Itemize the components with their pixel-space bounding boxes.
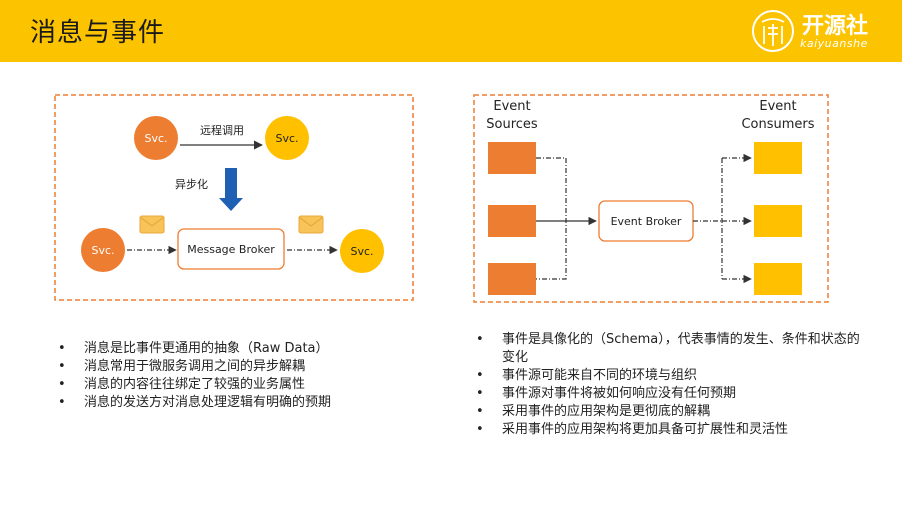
list-item: 消息的发送方对消息处理逻辑有明确的预期 bbox=[58, 394, 398, 412]
envelope-icon bbox=[298, 215, 324, 234]
list-item: 事件源可能来自不同的环境与组织 bbox=[476, 367, 868, 385]
envelope-icon bbox=[139, 215, 165, 234]
logo-subtitle: kaiyuanshe bbox=[800, 37, 868, 50]
rpc-label: 远程调用 bbox=[200, 124, 244, 137]
consumer-connectors bbox=[693, 153, 752, 284]
logo-mark-icon bbox=[752, 10, 794, 52]
event-source-box bbox=[488, 263, 536, 295]
page-title: 消息与事件 bbox=[30, 18, 166, 48]
list-item: 采用事件的应用架构将更加具备可扩展性和灵活性 bbox=[476, 421, 868, 439]
event-consumers-label: Event bbox=[759, 99, 796, 114]
list-item: 消息常用于微服务调用之间的异步解耦 bbox=[58, 358, 398, 376]
event-source-box bbox=[488, 205, 536, 237]
message-bullet-list: 消息是比事件更通用的抽象（Raw Data） 消息常用于微服务调用之间的异步解耦… bbox=[58, 340, 398, 412]
event-consumers-label: Consumers bbox=[741, 117, 814, 132]
list-item: 事件是具像化的（Schema），代表事情的发生、条件和状态的变化 bbox=[476, 331, 868, 367]
svc-node-bottom-left bbox=[81, 228, 125, 272]
source-connectors bbox=[536, 157, 597, 280]
header-bar: 消息与事件 开源社 kaiyuanshe bbox=[0, 0, 902, 62]
svc-label: Svc. bbox=[144, 132, 167, 145]
message-broker-box bbox=[177, 228, 285, 270]
list-item: 消息是比事件更通用的抽象（Raw Data） bbox=[58, 340, 398, 358]
svc-node-bottom-right bbox=[340, 229, 384, 273]
event-consumer-box bbox=[754, 142, 802, 174]
list-item: 事件源对事件将被如何响应没有任何预期 bbox=[476, 385, 868, 403]
kaiyuanshe-logo: 开源社 kaiyuanshe bbox=[750, 6, 890, 56]
async-down-arrow-icon bbox=[219, 168, 243, 211]
svc-node-top-right bbox=[265, 116, 309, 160]
event-source-box bbox=[488, 142, 536, 174]
message-diagram-border bbox=[54, 94, 414, 301]
event-bullet-list: 事件是具像化的（Schema），代表事情的发生、条件和状态的变化 事件源可能来自… bbox=[476, 331, 868, 439]
async-label: 异步化 bbox=[175, 177, 208, 191]
svc-label: Svc. bbox=[350, 245, 373, 258]
svc-node-top-left bbox=[134, 116, 178, 160]
list-item: 消息的内容往往绑定了较强的业务属性 bbox=[58, 376, 398, 394]
logo-name: 开源社 bbox=[802, 14, 869, 39]
event-consumer-box bbox=[754, 205, 802, 237]
event-sources-label: Event bbox=[493, 99, 530, 114]
event-broker-label: Event Broker bbox=[611, 215, 682, 228]
event-diagram-border bbox=[473, 94, 829, 303]
list-item: 采用事件的应用架构是更彻底的解耦 bbox=[476, 403, 868, 421]
svc-label: Svc. bbox=[91, 244, 114, 257]
event-consumer-box bbox=[754, 263, 802, 295]
message-broker-label: Message Broker bbox=[187, 243, 275, 256]
event-sources-label: Sources bbox=[486, 117, 538, 132]
svc-label: Svc. bbox=[275, 132, 298, 145]
